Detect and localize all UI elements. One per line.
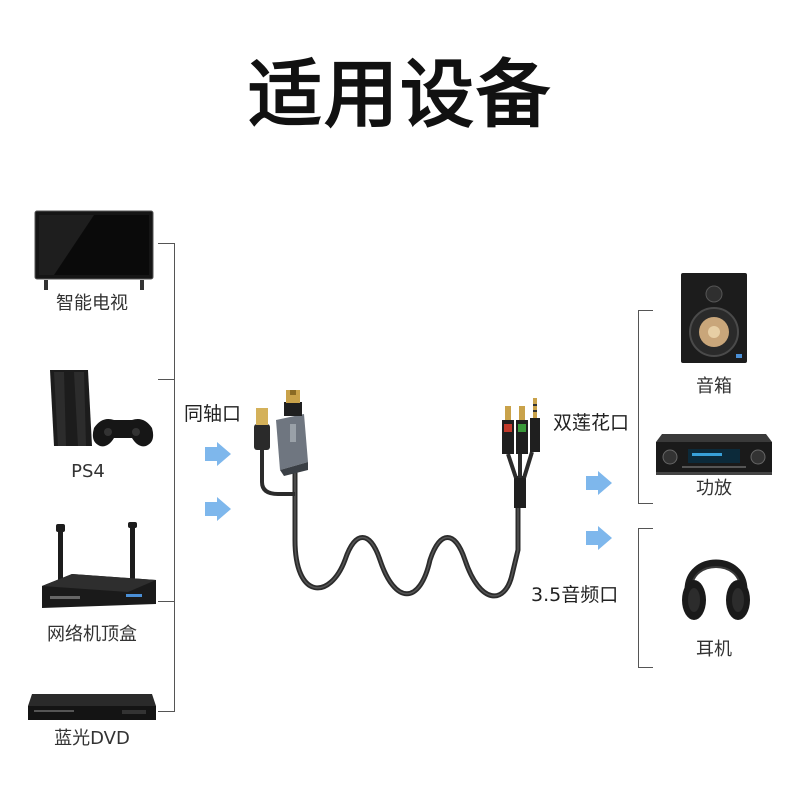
source-label-network-box: 网络机顶盒 bbox=[47, 624, 137, 645]
amplifier-icon bbox=[654, 432, 774, 476]
speaker-icon bbox=[680, 272, 748, 364]
coaxial-port-label: 同轴口 bbox=[184, 403, 242, 425]
source-label-ps4: PS4 bbox=[71, 461, 105, 482]
output-bracket-top bbox=[638, 310, 653, 504]
source-bracket-tick bbox=[158, 379, 174, 380]
cable-illustration bbox=[240, 390, 560, 610]
page-title: 适用设备 bbox=[248, 52, 552, 138]
output-label-amplifier: 功放 bbox=[696, 478, 732, 499]
source-bracket-tick bbox=[158, 601, 174, 602]
arrow-right-icon bbox=[205, 442, 231, 466]
game-console-icon bbox=[44, 368, 154, 454]
source-label-tv: 智能电视 bbox=[56, 293, 128, 314]
source-bracket bbox=[158, 243, 175, 712]
arrow-right-icon bbox=[205, 497, 231, 521]
tv-icon bbox=[34, 210, 154, 292]
aux-35-port-label: 3.5音频口 bbox=[531, 584, 619, 606]
router-icon bbox=[38, 522, 162, 618]
dual-rca-port-label: 双莲花口 bbox=[553, 412, 630, 434]
arrow-right-icon bbox=[586, 526, 612, 550]
arrow-right-icon bbox=[586, 471, 612, 495]
output-label-headphones: 耳机 bbox=[696, 639, 732, 660]
output-label-speaker: 音箱 bbox=[696, 376, 732, 397]
output-bracket-bottom bbox=[638, 528, 653, 668]
headphones-icon bbox=[680, 540, 752, 626]
dvd-player-icon bbox=[26, 690, 158, 724]
source-label-dvd: 蓝光DVD bbox=[54, 728, 130, 749]
